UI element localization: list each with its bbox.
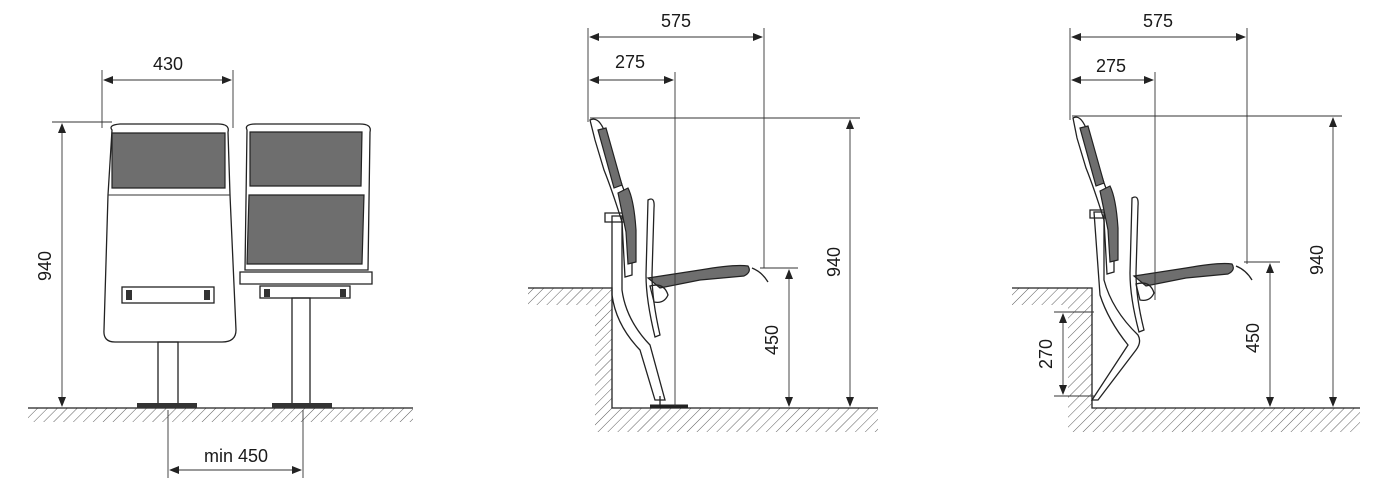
riser-outline	[1012, 287, 1360, 409]
seat-cushion	[239, 271, 373, 285]
mounting-bracket	[259, 285, 351, 299]
height-label: 940	[35, 251, 55, 281]
chair-side-riser	[1072, 116, 1253, 401]
mounting-bracket	[121, 286, 215, 304]
side-view-riser: 575 275 940 450 270	[1012, 11, 1360, 432]
pedestal	[291, 297, 311, 407]
depth-seat-label: 275	[1096, 56, 1126, 76]
base-plate	[272, 403, 332, 408]
backrest-pad-upper	[597, 127, 623, 189]
front-view: 430 940 min 450	[28, 54, 413, 478]
riser-bracket	[1090, 211, 1141, 401]
seat-front-left	[103, 123, 237, 408]
backrest-pad-lower	[617, 187, 637, 265]
seat-frame	[645, 198, 661, 338]
support-leg	[611, 215, 666, 401]
seat-cushion	[646, 264, 750, 289]
seat-frame	[1129, 196, 1145, 333]
backrest-pad-lower	[246, 194, 365, 265]
spacing-label: min 450	[204, 446, 268, 466]
chair-side-floor	[589, 118, 769, 408]
base-plate	[137, 403, 197, 408]
backrest-pad-upper	[249, 131, 363, 187]
seat-front-right	[239, 123, 373, 408]
step-hatch	[528, 288, 878, 432]
height-label: 940	[824, 247, 844, 277]
backrest-pad-upper	[1079, 125, 1105, 187]
seat-cushion	[1132, 262, 1234, 287]
ground-hatch	[28, 408, 413, 422]
seat-height-label: 450	[1243, 323, 1263, 353]
depth-seat-label: 275	[615, 52, 645, 72]
step-outline	[528, 287, 878, 409]
backrest-pad-lower	[1099, 185, 1119, 263]
pedestal	[157, 341, 179, 407]
depth-total-label: 575	[1143, 11, 1173, 31]
riser-hatch	[1012, 288, 1360, 432]
depth-total-label: 575	[661, 11, 691, 31]
seat-height-label: 450	[762, 325, 782, 355]
width-label: 430	[153, 54, 183, 74]
riser-label: 270	[1036, 339, 1056, 369]
backrest-pad	[111, 132, 226, 189]
side-view-floor: 575 275 940 450	[528, 11, 878, 432]
height-label: 940	[1307, 245, 1327, 275]
